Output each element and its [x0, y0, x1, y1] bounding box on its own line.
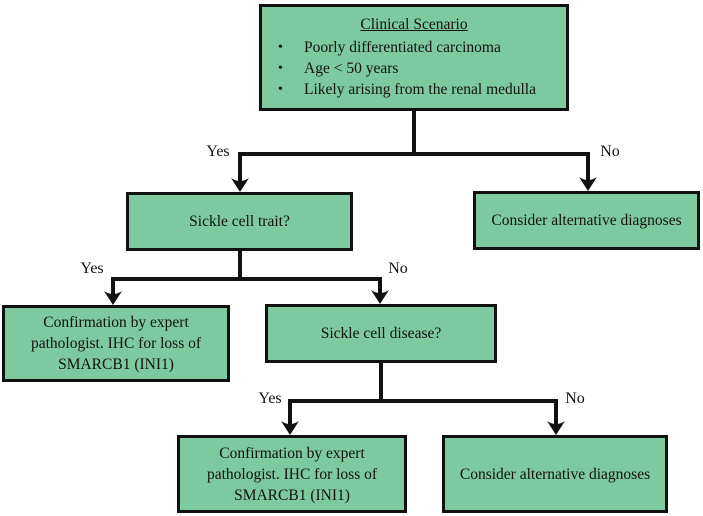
bullet-text: Poorly differentiated carcinoma [304, 39, 501, 56]
bullet-item: • Poorly differentiated carcinoma [268, 37, 560, 58]
node-confirmation-1: Confirmation by expert pathologist. IHC … [2, 305, 230, 382]
bullet-text: Likely arising from the renal medulla [304, 81, 536, 98]
arrowhead-to-disease [371, 290, 389, 304]
clinical-scenario-title: Clinical Scenario [360, 16, 468, 33]
bullet-icon: • [278, 40, 283, 55]
bullet-item: • Likely arising from the renal medulla [268, 79, 560, 100]
branch-label-level1-yes: Yes [206, 143, 230, 160]
bullet-item: • Age < 50 years [268, 58, 560, 79]
arrowhead-to-trait [231, 178, 249, 192]
bullet-text: Age < 50 years [304, 60, 399, 77]
node-confirmation-2: Confirmation by expert pathologist. IHC … [177, 435, 407, 513]
branch-label-level3-no: No [565, 390, 585, 407]
connector-disease-split [288, 363, 558, 424]
node-text: Confirmation by expert pathologist. IHC … [30, 314, 202, 373]
arrowhead-to-alternative-2 [547, 421, 565, 435]
connector-root-split [238, 111, 590, 181]
branch-label-level2-no: No [388, 260, 408, 277]
node-text: Sickle cell trait? [189, 213, 290, 230]
node-sickle-cell-disease: Sickle cell disease? [265, 304, 497, 363]
node-text: Consider alternative diagnoses [459, 465, 651, 483]
bullet-icon: • [278, 61, 283, 76]
connector-trait-split [111, 251, 382, 294]
node-text: Confirmation by expert pathologist. IHC … [206, 444, 378, 504]
node-clinical-scenario: Clinical Scenario • Poorly differentiate… [259, 4, 569, 111]
node-consider-alternative-1: Consider alternative diagnoses [473, 191, 700, 250]
bullet-icon: • [278, 82, 283, 97]
node-text: Consider alternative diagnoses [491, 212, 682, 229]
node-sickle-cell-trait: Sickle cell trait? [126, 192, 353, 251]
branch-label-level2-yes: Yes [80, 260, 104, 277]
branch-label-level1-no: No [600, 143, 620, 160]
arrowhead-to-confirmation-2 [281, 421, 299, 435]
branch-label-level3-yes: Yes [258, 390, 282, 407]
node-text: Sickle cell disease? [320, 325, 442, 342]
node-consider-alternative-2: Consider alternative diagnoses [442, 435, 668, 513]
arrowhead-to-alternative-1 [579, 177, 597, 191]
arrowhead-to-confirmation-1 [104, 291, 122, 305]
